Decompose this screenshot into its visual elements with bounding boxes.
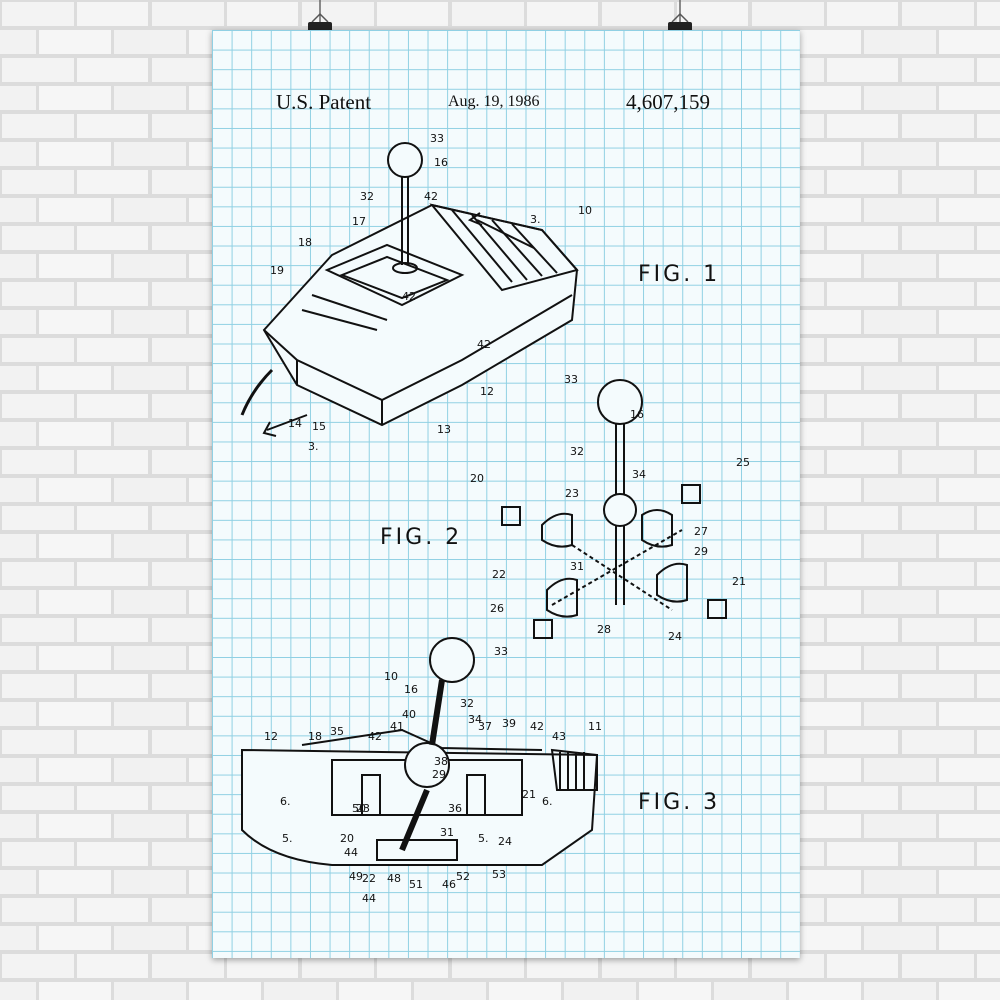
ref-numeral: 23 — [565, 487, 579, 500]
ref-numeral: 35 — [330, 725, 344, 738]
ref-numeral: 36 — [448, 802, 462, 815]
ref-numeral: 13 — [437, 423, 451, 436]
ref-numeral: 16 — [404, 683, 418, 696]
ref-numeral: 22 — [362, 872, 376, 885]
ref-numeral: 23 — [356, 802, 370, 815]
ref-numeral: 51 — [409, 878, 423, 891]
ref-numeral: 42 — [477, 338, 491, 351]
ref-numeral: 42 — [424, 190, 438, 203]
ref-numeral: 10 — [578, 204, 592, 217]
fig3-caption: FIG. 3 — [638, 790, 721, 815]
ref-numeral: 33 — [430, 132, 444, 145]
ref-numeral: 49 — [349, 870, 363, 883]
ref-numeral: 33 — [564, 373, 578, 386]
ref-numeral: 17 — [352, 215, 366, 228]
ref-numeral: 6. — [542, 795, 553, 808]
ref-numeral: 32 — [360, 190, 374, 203]
ref-numeral: 42 — [530, 720, 544, 733]
fig1-caption: FIG. 1 — [638, 262, 721, 287]
ref-numeral: 19 — [270, 264, 284, 277]
ref-numeral: 27 — [694, 525, 708, 538]
reference-numerals: 33 16 32 42 3. 10 17 18 19 42 42 12 14 15 13 3. 33 16 32 3… — [264, 132, 750, 905]
ref-numeral: 3. — [530, 213, 541, 226]
ref-numeral: 12 — [480, 385, 494, 398]
patent-label: U.S. Patent — [276, 90, 372, 114]
ref-numeral: 20 — [340, 832, 354, 845]
ref-numeral: 6. — [280, 795, 291, 808]
ref-numeral: 41 — [390, 720, 404, 733]
ref-numeral: 20 — [470, 472, 484, 485]
ref-numeral: 29 — [432, 768, 446, 781]
ref-numeral: 12 — [264, 730, 278, 743]
ref-numeral: 18 — [298, 236, 312, 249]
ref-numeral: 44 — [344, 846, 358, 859]
ref-numeral: 11 — [588, 720, 602, 733]
ref-numeral: 5. — [282, 832, 293, 845]
ref-numeral: 48 — [387, 872, 401, 885]
ref-numeral: 42 — [368, 730, 382, 743]
ref-numeral: 38 — [434, 755, 448, 768]
fig1-joystick-drawing — [240, 142, 727, 866]
ref-numeral: 32 — [460, 697, 474, 710]
patent-date: Aug. 19, 1986 — [448, 93, 540, 110]
ref-numeral: 24 — [668, 630, 682, 643]
ref-numeral: 28 — [597, 623, 611, 636]
ref-numeral: 42 — [402, 290, 416, 303]
ref-numeral: 5. — [478, 832, 489, 845]
ref-numeral: 50 — [352, 802, 366, 815]
ref-numeral: 15 — [312, 420, 326, 433]
ref-numeral: 46 — [442, 878, 456, 891]
ref-numeral: 32 — [570, 445, 584, 458]
ref-numeral: 21 — [522, 788, 536, 801]
ref-numeral: 16 — [630, 408, 644, 421]
patent-poster: U.S. Patent Aug. 19, 1986 4,607,159 FIG.… — [212, 30, 800, 958]
ref-numeral: 16 — [434, 156, 448, 169]
patent-number: 4,607,159 — [626, 90, 710, 114]
ref-numeral: 21 — [732, 575, 746, 588]
ref-numeral: 10 — [384, 670, 398, 683]
ref-numeral: 26 — [490, 602, 504, 615]
ref-numeral: 52 — [456, 870, 470, 883]
ref-numeral: 33 — [494, 645, 508, 658]
ref-numeral: 44 — [362, 892, 376, 905]
fig2-caption: FIG. 2 — [380, 525, 463, 550]
ref-numeral: 22 — [492, 568, 506, 581]
ref-numeral: 53 — [492, 868, 506, 881]
ref-numeral: 24 — [498, 835, 512, 848]
ref-numeral: 40 — [402, 708, 416, 721]
ref-numeral: 43 — [552, 730, 566, 743]
ref-numeral: 31 — [440, 826, 454, 839]
ref-numeral: 25 — [736, 456, 750, 469]
ref-numeral: 31 — [570, 560, 584, 573]
ref-numeral: 37 — [478, 720, 492, 733]
ref-numeral: 18 — [308, 730, 322, 743]
ref-numeral: 3. — [308, 440, 319, 453]
ref-numeral: 39 — [502, 717, 516, 730]
ref-numeral: 14 — [288, 417, 302, 430]
ref-numeral: 34 — [632, 468, 646, 481]
ref-numeral: 29 — [694, 545, 708, 558]
ref-numeral: 34 — [468, 713, 482, 726]
